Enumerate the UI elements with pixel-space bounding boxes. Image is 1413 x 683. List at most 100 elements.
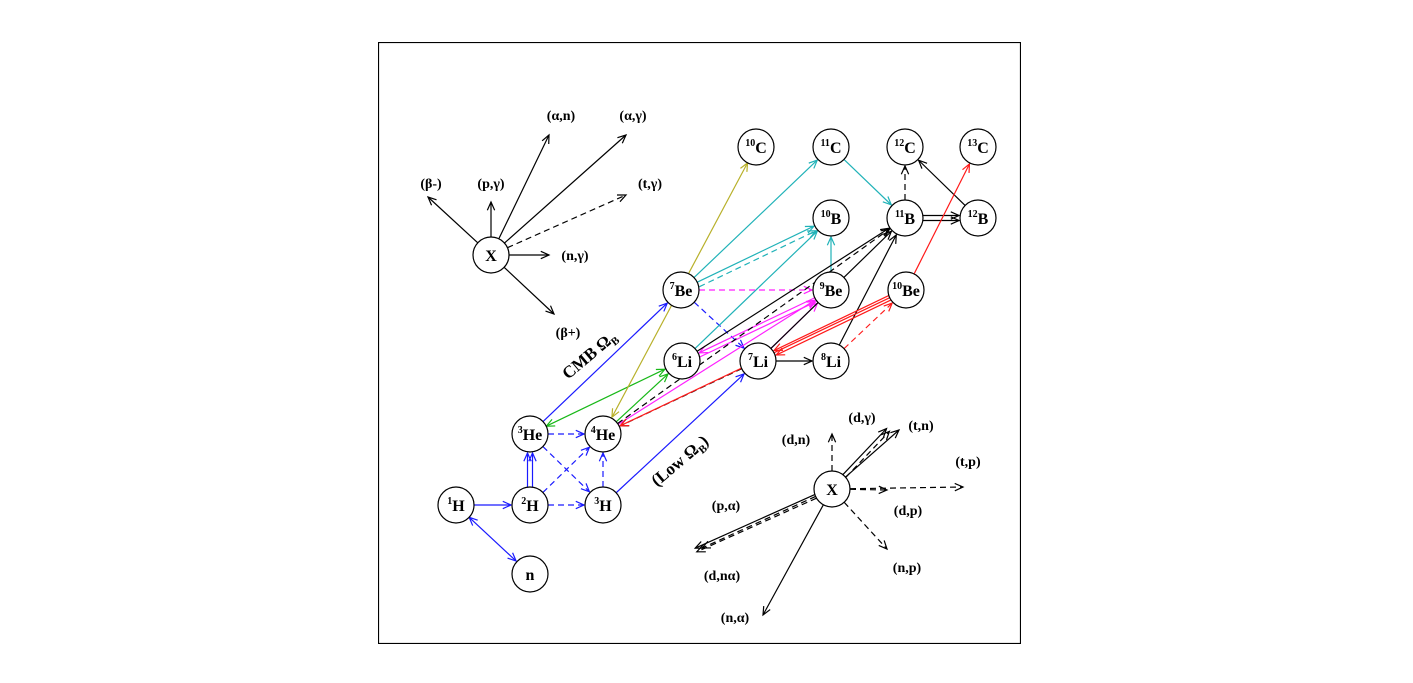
arrowhead bbox=[954, 482, 965, 492]
nuclide-mass: 9 bbox=[820, 281, 825, 292]
arrowhead bbox=[426, 196, 437, 206]
legend-arrow bbox=[849, 486, 964, 490]
nuclide-H3: 3H bbox=[584, 486, 622, 524]
reaction-arrow-Li8-Be10 bbox=[843, 302, 893, 350]
nuclide-circle bbox=[812, 199, 850, 237]
nuclide-C11: 11C bbox=[812, 128, 850, 166]
nuclide-symbol: C bbox=[830, 140, 842, 157]
arrowhead bbox=[580, 446, 591, 456]
legend-arrow bbox=[427, 196, 479, 244]
reaction-arrow-Be7-B10 bbox=[696, 225, 815, 283]
arrowhead bbox=[618, 418, 630, 427]
arrowhead bbox=[883, 302, 894, 312]
arrowhead bbox=[806, 301, 817, 310]
arrowhead bbox=[658, 302, 669, 312]
arrowhead bbox=[659, 372, 670, 383]
nuclide-Be7: 7Be bbox=[662, 271, 700, 309]
nuclide-circle bbox=[812, 271, 850, 309]
arrowhead bbox=[880, 227, 891, 237]
nuclide-mass: 3 bbox=[518, 425, 523, 436]
nuclide-C13: 13C bbox=[959, 128, 997, 166]
nuclide-label: 10B bbox=[821, 209, 842, 228]
legend-arrow bbox=[849, 488, 888, 491]
nuclide-label: 11C bbox=[820, 138, 841, 157]
nuclide-symbol: Li bbox=[826, 354, 842, 371]
arrowhead bbox=[880, 430, 891, 441]
arrowhead bbox=[507, 552, 518, 563]
nuclide-circle bbox=[959, 199, 997, 237]
reaction-network-diagram: X(β-)(p,γ)(α,n)(α,γ)(t,γ)(n,γ)(β+)X(d,n)… bbox=[378, 42, 1021, 644]
arrowhead bbox=[598, 451, 608, 462]
reaction-arrow-He3-H3 bbox=[542, 446, 590, 493]
reaction-arrow-Li8-B11 bbox=[838, 234, 897, 346]
diagram-border bbox=[378, 42, 1021, 644]
nuclide-circle bbox=[511, 415, 549, 453]
legend-arrow bbox=[694, 493, 816, 549]
nuclide-He3: 3He bbox=[511, 415, 549, 453]
nuclide-B11: 11B bbox=[886, 199, 924, 237]
nuclide-mass: 7 bbox=[670, 281, 675, 292]
legend-label: (n,α) bbox=[721, 611, 750, 626]
arrowhead bbox=[878, 540, 888, 551]
legend-label: (d,nα) bbox=[704, 569, 741, 584]
nuclide-label: 3H bbox=[594, 496, 612, 515]
arrowhead bbox=[540, 250, 551, 260]
arrowhead bbox=[655, 368, 667, 377]
arrowhead bbox=[580, 483, 591, 493]
nuclide-mass: 11 bbox=[820, 138, 829, 149]
nuclide-label: 2H bbox=[521, 496, 539, 515]
legend-label: (α,γ) bbox=[619, 109, 647, 124]
nuclide-mass: 2 bbox=[521, 496, 526, 507]
nuclide-B12: 12B bbox=[959, 199, 997, 237]
nuclide-label: 10Be bbox=[892, 281, 920, 300]
arrowhead bbox=[486, 200, 496, 211]
nuclide-mass: 12 bbox=[968, 209, 978, 220]
nuclide-symbol: Li bbox=[753, 354, 769, 371]
nuclide-label: 7Be bbox=[670, 281, 693, 300]
arrowhead bbox=[541, 133, 550, 145]
nuclide-circle bbox=[437, 486, 475, 524]
nuclide-He4: 4He bbox=[584, 415, 622, 453]
legend-arrow bbox=[696, 497, 817, 553]
arrowhead bbox=[888, 233, 897, 244]
arrowhead bbox=[611, 408, 620, 419]
arrowhead bbox=[878, 485, 889, 495]
nuclide-B10: 10B bbox=[812, 199, 850, 237]
arrowhead bbox=[575, 429, 586, 439]
reaction-arrow-He4-Be9 bbox=[617, 299, 816, 425]
nuclide-mass: 1 bbox=[447, 496, 452, 507]
nuclide-H1: 1H bbox=[437, 486, 475, 524]
legend-label: (t,n) bbox=[908, 419, 934, 434]
legend-arrow bbox=[845, 429, 900, 478]
nuclide-mass: 6 bbox=[672, 352, 677, 363]
legend-label: (d,γ) bbox=[848, 411, 875, 426]
nuclide-label: 12B bbox=[968, 209, 989, 228]
nuclide-label: 8Li bbox=[821, 352, 842, 371]
nuclide-circle bbox=[812, 342, 850, 380]
nuclide-label: 12C bbox=[894, 138, 916, 157]
reaction-arrow-Li6-Be9 bbox=[699, 301, 816, 358]
nuclide-circle bbox=[812, 128, 850, 166]
nuclide-circle bbox=[959, 128, 997, 166]
nuclide-circle bbox=[584, 415, 622, 453]
nuclide-mass: 7 bbox=[748, 352, 753, 363]
nuclide-circle bbox=[887, 271, 925, 309]
nuclide-circle bbox=[584, 486, 622, 524]
nuclide-symbol: Be bbox=[675, 283, 693, 300]
nuclide-label: 1H bbox=[447, 496, 465, 515]
reaction-arrow-Be9-Li6 bbox=[698, 297, 816, 354]
nuclide-label: 6Li bbox=[672, 352, 693, 371]
arrowhead bbox=[826, 235, 836, 246]
legend-label: (α,n) bbox=[547, 109, 576, 124]
nuclide-circle bbox=[886, 199, 924, 237]
legend-arrow bbox=[507, 194, 627, 249]
nuclide-label: 13C bbox=[967, 138, 989, 157]
arrowhead bbox=[962, 162, 971, 173]
nuclide-symbol: H bbox=[452, 498, 465, 515]
reaction-arrow-He4-Li6 bbox=[615, 373, 669, 423]
arrowhead bbox=[805, 299, 817, 308]
nuclide-mass: 12 bbox=[894, 138, 904, 149]
arrowhead bbox=[950, 216, 961, 225]
nuclide-C10: 10C bbox=[737, 128, 775, 166]
